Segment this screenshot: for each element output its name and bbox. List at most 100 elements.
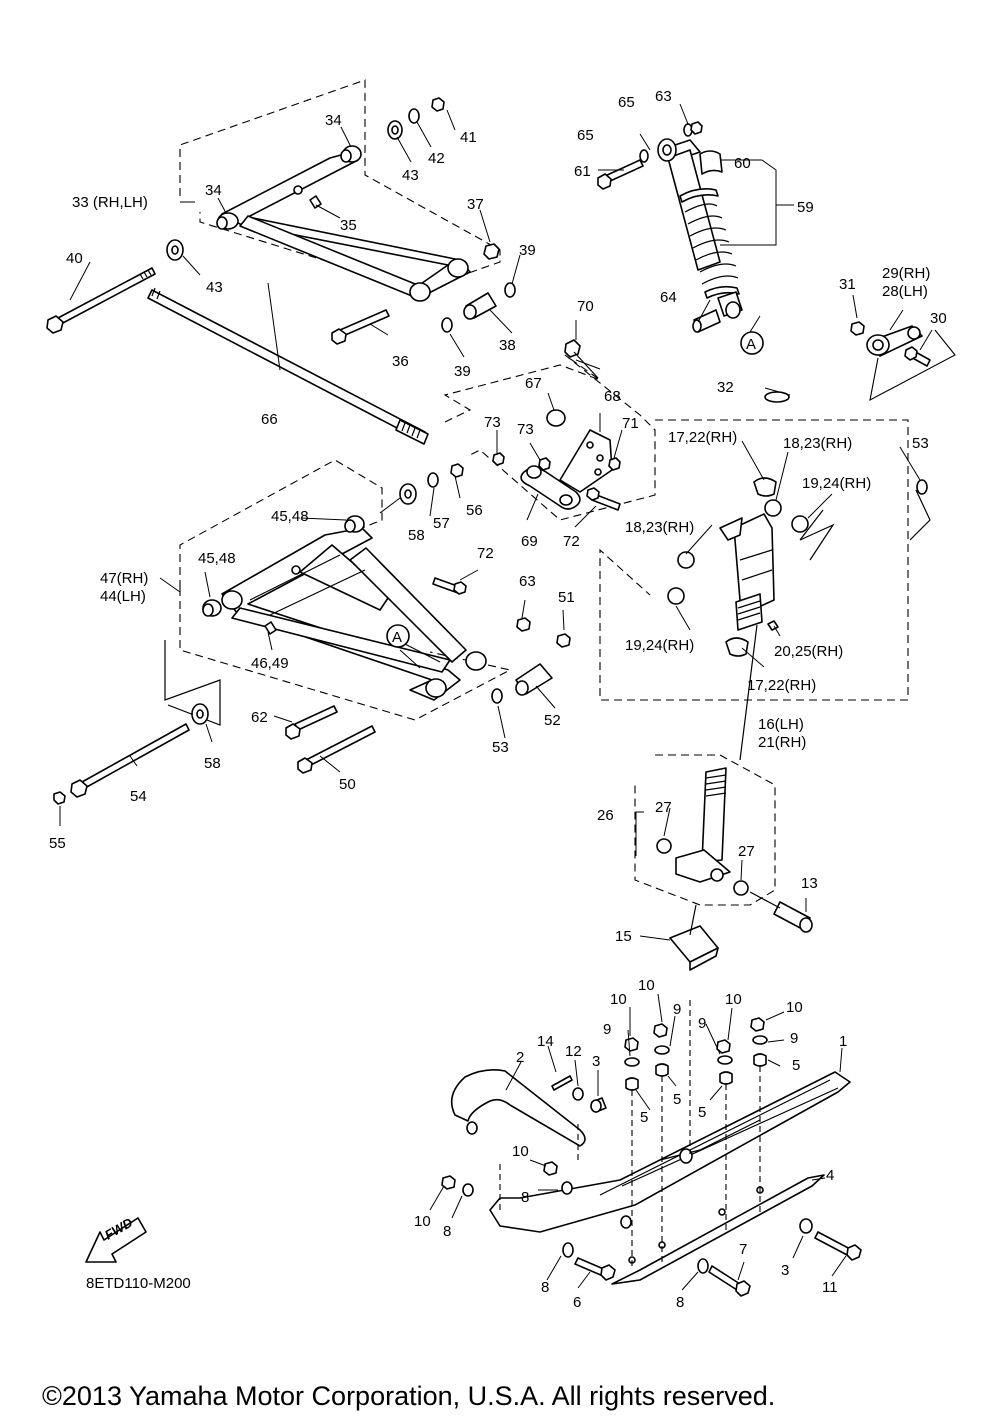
label-6: 6: [573, 1294, 581, 1311]
label-8c: 8: [541, 1279, 549, 1296]
washer-58a: [399, 483, 417, 505]
bolt-30: [904, 346, 931, 367]
label-67: 67: [525, 375, 542, 392]
label-71: 71: [622, 415, 639, 432]
label-33: 33 (RH,LH): [72, 194, 148, 211]
label-18a: 18,23(RH): [783, 435, 852, 452]
grease-nipple-35: [309, 195, 322, 209]
cap-32: [764, 391, 790, 403]
shock-absorber-59: [657, 138, 743, 319]
collar-52: [515, 663, 553, 696]
label-73a: 73: [484, 414, 501, 431]
washer-39b: [441, 317, 453, 333]
washer-58b: [191, 703, 209, 725]
label-18b: 18,23(RH): [625, 519, 694, 536]
label-63a: 63: [655, 88, 672, 105]
label-40: 40: [66, 250, 83, 267]
label-11: 11: [822, 1279, 838, 1296]
washer-43b: [166, 239, 184, 261]
washer-8a: [462, 1183, 474, 1197]
label-64: 64: [660, 289, 677, 306]
label-10a: 10: [610, 991, 627, 1008]
label-42: 42: [428, 150, 445, 167]
label-69: 69: [521, 533, 538, 550]
label-14: 14: [537, 1033, 554, 1050]
label-43b: 43: [206, 279, 223, 296]
bushing-27b: [733, 880, 749, 896]
label-53b: 53: [912, 435, 929, 452]
bolt-62: [285, 705, 338, 740]
label-5b: 5: [673, 1091, 681, 1108]
label-52: 52: [544, 712, 561, 729]
saddle-shaft: [675, 767, 731, 883]
label-29: 29(RH): [882, 265, 930, 282]
washer-53b: [916, 479, 928, 495]
bolt-72b: [432, 577, 467, 595]
label-70: 70: [577, 298, 594, 315]
label-9b: 9: [673, 1001, 681, 1018]
label-39a: 39: [519, 242, 536, 259]
label-38: 38: [499, 337, 516, 354]
label-59: 59: [797, 199, 814, 216]
label-57: 57: [433, 515, 450, 532]
collar-67: [546, 409, 566, 427]
nut-55: [53, 791, 66, 805]
label-5c: 5: [698, 1104, 706, 1121]
label-54: 54: [130, 788, 147, 805]
collar-13: [773, 901, 813, 933]
runner-4: [611, 1174, 825, 1285]
label-5d: 5: [640, 1109, 648, 1126]
label-3a: 3: [592, 1053, 600, 1070]
label-19b: 19,24(RH): [625, 637, 694, 654]
label-56: 56: [466, 502, 483, 519]
reference-a-arm: [386, 624, 410, 648]
label-61: 61: [574, 163, 591, 180]
label-55: 55: [49, 835, 66, 852]
nut-63b: [516, 617, 531, 632]
lower-a-arm: [221, 527, 467, 701]
bushing-45-48-left: [202, 599, 222, 617]
leader-lines: [59, 103, 933, 1291]
bushing-60: [699, 150, 723, 175]
bolt-72a: [586, 487, 621, 511]
washer-8b: [561, 1181, 573, 1195]
bolt-61: [597, 159, 644, 190]
nut-51: [556, 633, 571, 648]
label-8a: 8: [521, 1189, 529, 1206]
bolt-6: [574, 1257, 616, 1281]
label-60: 60: [734, 155, 751, 172]
bolt-7: [708, 1265, 751, 1297]
label-10e: 10: [512, 1143, 529, 1160]
label-20: 20,25(RH): [774, 643, 843, 660]
label-72b: 72: [477, 545, 494, 562]
pin-14: [551, 1075, 573, 1091]
label-58b: 58: [204, 755, 221, 772]
bushing-34b: [216, 212, 239, 230]
label-34a: 34: [325, 112, 342, 129]
collar-38: [463, 292, 497, 320]
link-group: [443, 339, 656, 521]
label-63b: 63: [519, 573, 536, 590]
label-1: 1: [839, 1033, 847, 1050]
bushing-17a: [753, 477, 777, 497]
long-bolt-54: [70, 723, 190, 798]
stack-right: [750, 1017, 768, 1067]
handle-2: [450, 1069, 586, 1147]
stack-mid-left: [653, 1023, 670, 1077]
label-47: 47(RH): [100, 570, 148, 587]
label-36: 36: [392, 353, 409, 370]
washer-8d: [697, 1258, 709, 1274]
bushing-19a: [791, 515, 809, 533]
shaft-66: [147, 287, 429, 445]
nut-73a: [492, 452, 505, 466]
washer-57: [427, 472, 439, 488]
copyright-notice: ©2013 Yamaha Motor Corporation, U.S.A. A…: [42, 1381, 775, 1411]
long-bolt-40: [46, 267, 156, 334]
label-21: 21(RH): [758, 734, 806, 751]
bolt-11: [814, 1231, 862, 1261]
bushing-upper-right: [447, 258, 469, 278]
label-16: 16(LH): [758, 716, 804, 733]
label-5a: 5: [792, 1057, 800, 1074]
